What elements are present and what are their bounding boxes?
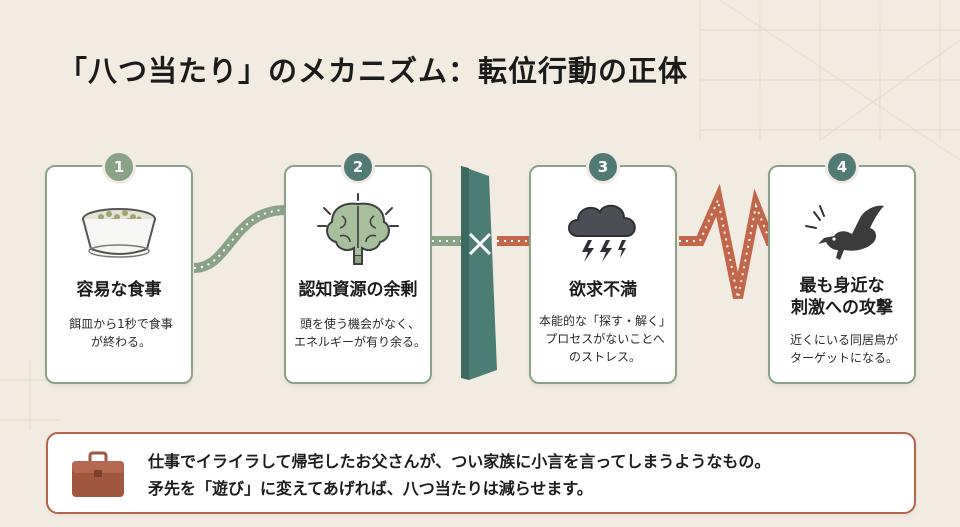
step-description-line: 頭を使う機会がなく、 bbox=[299, 317, 420, 331]
step-heading: 容易な食事 bbox=[76, 280, 162, 300]
storm-cloud-icon bbox=[568, 204, 636, 262]
step-description-line: が終わる。 bbox=[90, 335, 151, 349]
step-heading: 認知資源の余剰 bbox=[298, 280, 418, 300]
step-heading: 最も身近な bbox=[799, 276, 885, 296]
step-description-line: 本能的な「探す・解く」 bbox=[538, 314, 671, 328]
step-description-line: エネルギーが有り余る。 bbox=[293, 335, 426, 349]
analogy-box: 仕事でイライラして帰宅したお父さんが、つい家族に小言を言ってしまうようなもの。 … bbox=[46, 432, 916, 514]
step-card-3: 3 欲求不満 本能的な「探す・解く」 プロセスがないことへ のストレス。 bbox=[529, 150, 677, 384]
briefcase-icon bbox=[72, 451, 124, 497]
step-description-line: のストレス。 bbox=[568, 350, 641, 364]
attacking-bird-icon bbox=[805, 205, 884, 260]
step-card-2: 2 認知資源の余剰 頭を使う機会がなく、 エネルギーが有り余る。 bbox=[284, 150, 432, 384]
food-bowl-icon bbox=[82, 208, 156, 258]
step-number-badge: 1 bbox=[102, 150, 136, 184]
step-number-badge: 3 bbox=[586, 150, 620, 184]
analogy-text-line: 仕事でイライラして帰宅したお父さんが、つい家族に小言を言ってしまうようなもの。 bbox=[148, 452, 771, 471]
step-description-line: ターゲットになる。 bbox=[789, 351, 898, 365]
step-heading: 欲求不満 bbox=[569, 280, 637, 300]
wavy-connector-1-2 bbox=[193, 205, 287, 273]
step-heading: 刺激への攻撃 bbox=[791, 298, 893, 318]
analogy-text-line: 矛先を「遊び」に変えてあげれば、八つ当たりは減らせます。 bbox=[148, 479, 593, 498]
step-number-badge: 2 bbox=[341, 150, 375, 184]
step-description-line: 餌皿から1秒で食事 bbox=[69, 317, 173, 331]
step-number-badge: 4 bbox=[825, 150, 859, 184]
step-card-4: 4 最も身近な 刺激への攻撃 近くにいる同居鳥が ターゲットになる。 bbox=[768, 150, 916, 384]
brain-icon bbox=[317, 193, 399, 265]
step-description-line: 近くにいる同居鳥が bbox=[789, 333, 898, 347]
page-title: 「八つ当たり」のメカニズム：転位行動の正体 bbox=[58, 54, 689, 88]
blocking-wall bbox=[461, 166, 497, 380]
step-card-1: 1 容易な食事 餌皿から1秒で食事 が終わる。 bbox=[45, 150, 193, 384]
step-description-line: プロセスがないことへ bbox=[545, 332, 665, 346]
